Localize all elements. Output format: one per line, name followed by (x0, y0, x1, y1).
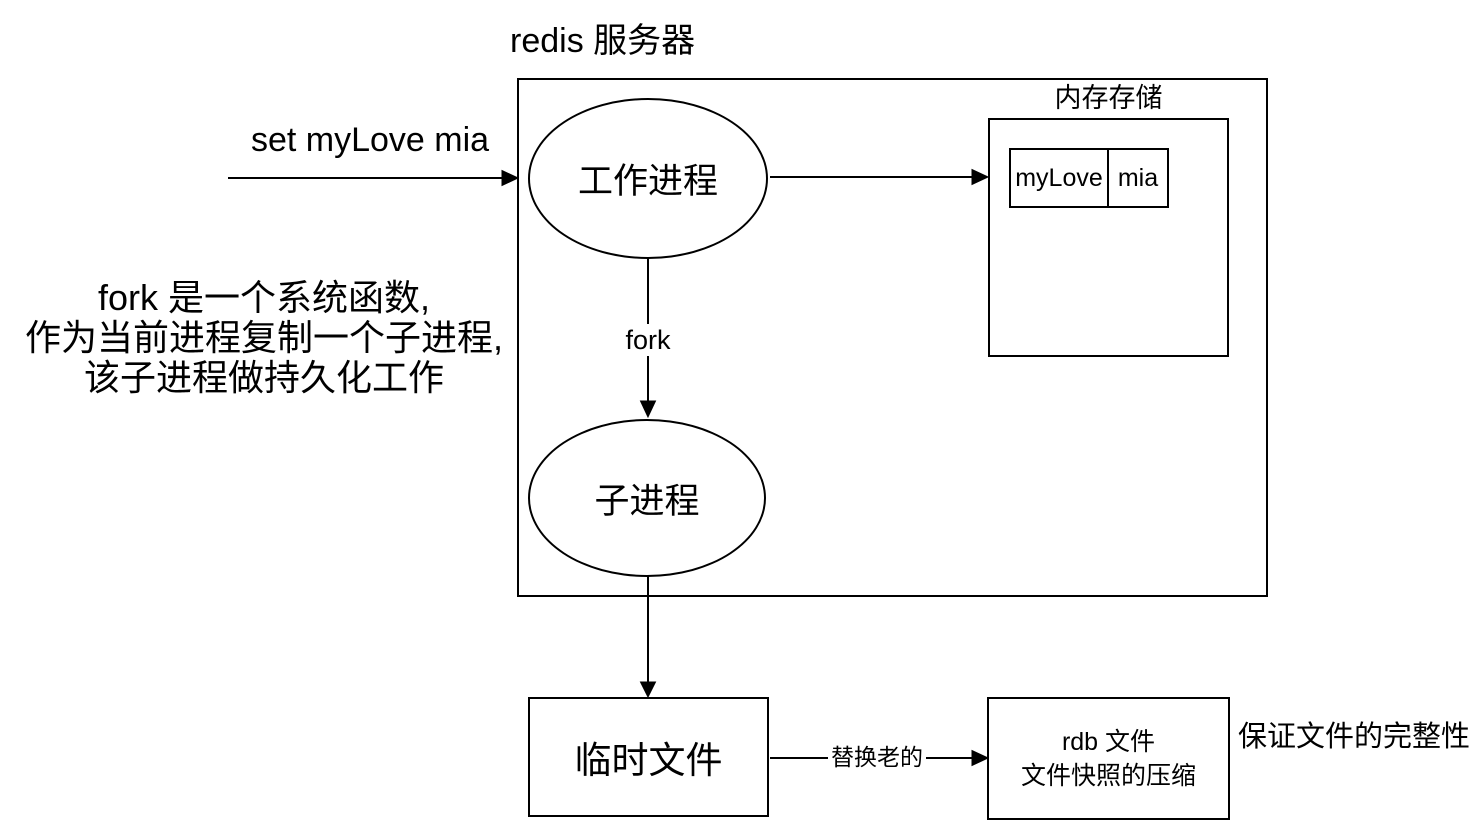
key-value-table: myLove mia (1009, 148, 1169, 208)
replace-arrow-label: 替换老的 (828, 744, 926, 771)
rdb-file-line-1: rdb 文件 (1061, 727, 1156, 756)
set-command-arrow (228, 169, 520, 187)
redis-server-box (517, 78, 1268, 597)
fork-explanation-note: fork 是一个系统函数, 作为当前进程复制一个子进程, 该子进程做持久化工作 (10, 278, 518, 398)
worker-process-node: 工作进程 (528, 98, 768, 259)
worker-to-memory-arrow (770, 168, 990, 186)
child-process-node: 子进程 (528, 419, 766, 577)
child-process-label: 子进程 (594, 481, 700, 521)
worker-process-label: 工作进程 (577, 162, 718, 201)
child-to-temp-arrow (639, 576, 657, 699)
kv-key-cell: myLove (1009, 148, 1109, 208)
fork-note-line-1: fork 是一个系统函数, (97, 277, 431, 318)
kv-value-cell: mia (1107, 148, 1169, 208)
rdb-file-node: rdb 文件 文件快照的压缩 (987, 697, 1230, 820)
memory-storage-label: 内存存储 (1054, 83, 1163, 113)
integrity-note: 保证文件的完整性 (1238, 721, 1471, 753)
set-command-label: set myLove mia (250, 121, 490, 159)
fork-arrow-label: fork (616, 324, 680, 356)
diagram-title: redis 服务器 (510, 22, 696, 60)
temp-file-label: 临时文件 (574, 740, 723, 781)
fork-note-line-2: 作为当前进程复制一个子进程, (24, 317, 503, 358)
rdb-file-line-2: 文件快照的压缩 (1020, 761, 1196, 790)
fork-note-line-3: 该子进程做持久化工作 (83, 357, 444, 398)
temp-file-node: 临时文件 (528, 697, 769, 817)
